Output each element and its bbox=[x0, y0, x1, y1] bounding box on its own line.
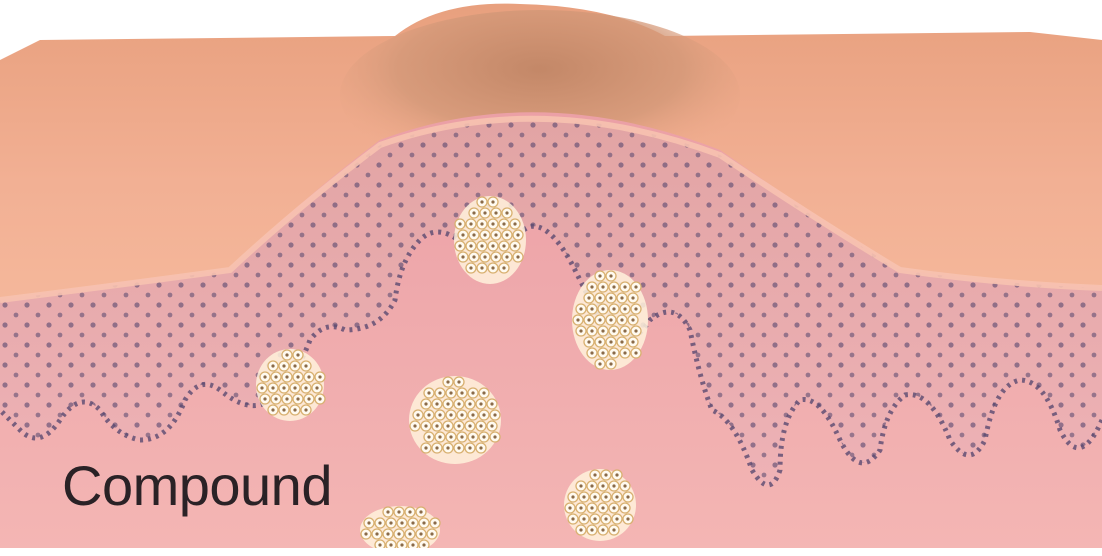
nevus-type-label: Compound bbox=[62, 458, 332, 514]
nevus-nest bbox=[409, 376, 501, 464]
nevus-nest bbox=[564, 469, 636, 541]
nevus-nest bbox=[360, 506, 440, 554]
nevus-nest bbox=[572, 270, 648, 370]
block-bottom-edge bbox=[0, 548, 1102, 556]
nevus-nest bbox=[454, 196, 526, 284]
